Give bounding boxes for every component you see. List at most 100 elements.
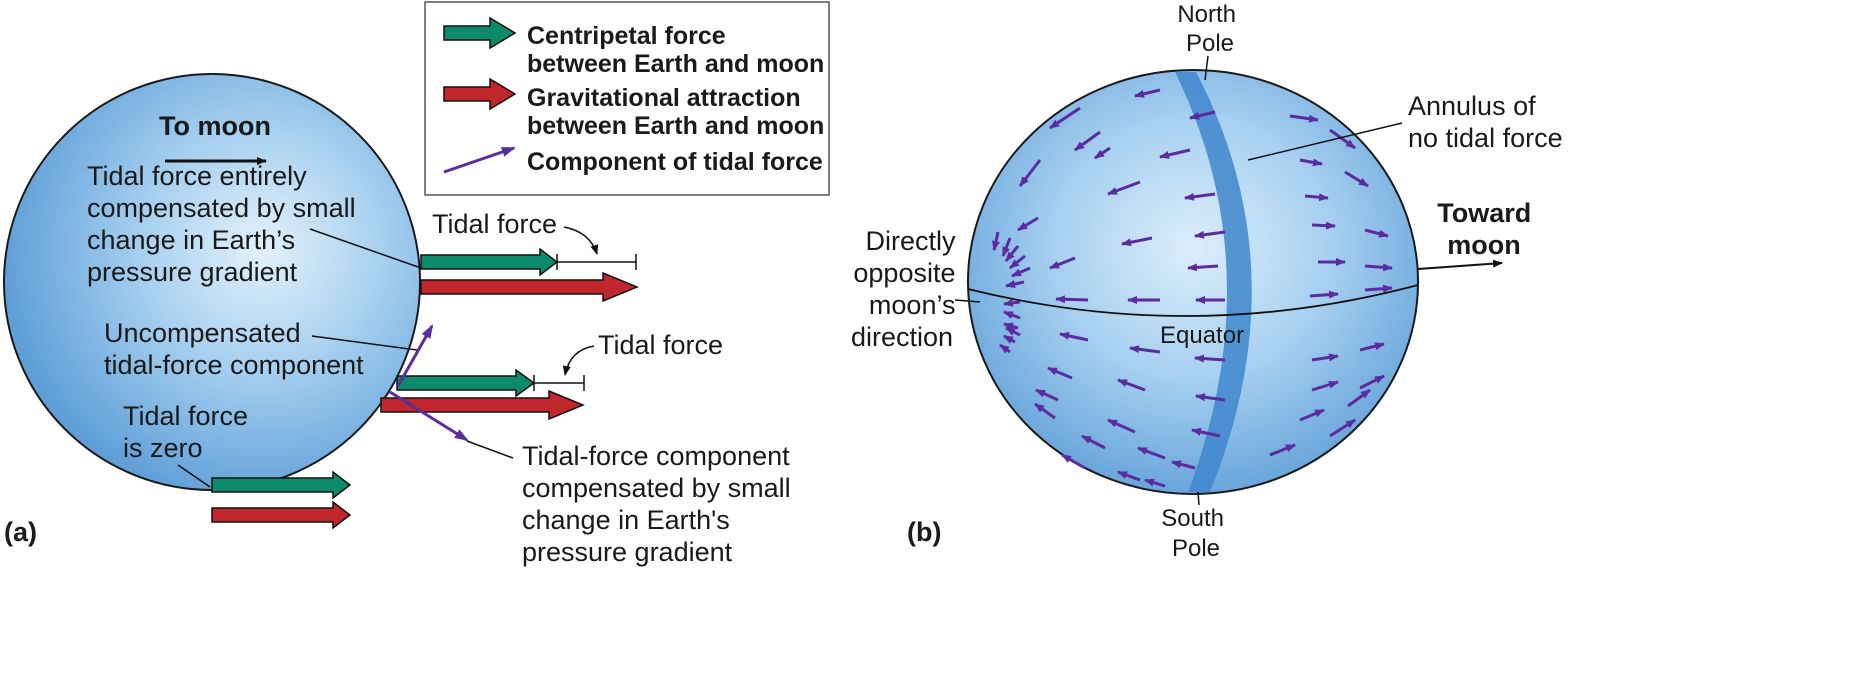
tidal-force-label-middle: Tidal force — [598, 330, 723, 360]
tidal-flow-arrow — [1347, 388, 1371, 408]
uncompensated-line-2: tidal-force component — [104, 350, 364, 380]
tidal-flow-arrow — [1107, 180, 1141, 196]
annulus-band — [1175, 72, 1252, 492]
panel-a-label: (a) — [4, 517, 37, 547]
tidal-flow-arrow — [1074, 130, 1101, 152]
leader-entirely — [309, 228, 422, 269]
entirely-line-3: change in Earth’s — [87, 225, 295, 255]
legend-gravitational-text: Gravitational attraction between Earth a… — [527, 84, 824, 140]
toward-moon-arrow — [1417, 259, 1503, 270]
legend-gravitational-line-1: Gravitational attraction — [527, 84, 801, 112]
tidal-flow-arrow — [1194, 354, 1226, 363]
compensated-line-1: Tidal-force component — [522, 441, 790, 471]
tidal-flow-arrow — [1094, 146, 1111, 160]
centripetal-arrow-lower — [211, 470, 352, 500]
equator-line — [967, 284, 1419, 317]
tidal-flow-arrow — [1003, 298, 1021, 307]
tidal-flow-arrow — [1194, 230, 1226, 239]
north-pole-label: North Pole — [1177, 1, 1242, 57]
leader-south-pole — [1197, 491, 1200, 506]
tidal-flow-arrows — [992, 88, 1393, 488]
panel-b: North Pole South Pole Annulus of no tida… — [851, 1, 1563, 562]
zero-line-2: is zero — [123, 433, 203, 463]
legend: Centripetal force between Earth and moon… — [424, 1, 830, 196]
tidal-flow-arrow — [1117, 378, 1146, 392]
legend-centripetal-swatch — [443, 16, 517, 50]
entirely-line-2: compensated by small — [87, 193, 356, 223]
tidal-force-bracket-upper — [556, 226, 637, 270]
tidal-flow-arrow — [1055, 295, 1089, 304]
panel-a: To moon Tidal force entirely compensated… — [3, 73, 798, 567]
tidal-flow-arrow — [1144, 478, 1166, 488]
tidal-flow-arrow — [1034, 402, 1056, 420]
compensated-line-2: compensated by small — [522, 473, 791, 503]
to-moon-label: To moon — [159, 111, 271, 141]
equator-label: Equator — [1160, 322, 1244, 349]
tidal-flow-arrow — [1289, 114, 1319, 123]
tidal-flow-arrow — [1001, 237, 1012, 257]
tidal-force-bracket-middle — [533, 345, 595, 391]
legend-tidal-text: Component of tidal force — [527, 148, 823, 176]
legend-centripetal-line-1: Centripetal force — [527, 22, 726, 50]
tidal-flow-arrow — [1005, 280, 1025, 288]
leader-zero — [177, 464, 211, 488]
tidal-flow-arrow — [1299, 158, 1323, 167]
tidal-flow-arrow — [1269, 443, 1296, 457]
gravitational-arrow-lower — [211, 500, 352, 530]
entirely-line-4: pressure gradient — [87, 257, 298, 287]
tidal-flow-arrow — [1121, 236, 1153, 247]
tidal-flow-arrow — [999, 343, 1011, 354]
leader-annulus — [1247, 122, 1403, 161]
tidal-flow-arrow — [1191, 427, 1221, 438]
tidal-flow-arrow — [1061, 453, 1086, 470]
compensated-line-3: change in Earth's — [522, 505, 730, 535]
south-pole-line-1: South — [1161, 505, 1224, 532]
tidal-flow-arrow — [1137, 446, 1166, 460]
south-pole-label: South Pole — [1161, 505, 1230, 562]
annulus-label: Annulus of no tidal force — [1408, 91, 1563, 153]
uncompensated-line-1: Uncompensated — [104, 318, 301, 348]
tidal-flow-arrow — [1311, 353, 1339, 362]
tidal-flow-arrow — [1035, 388, 1059, 402]
tidal-flow-arrow — [1107, 418, 1136, 434]
toward-moon-line-1: Toward — [1437, 198, 1531, 228]
tidal-flow-arrow — [1364, 263, 1393, 272]
leader-component-compensated — [466, 440, 514, 459]
legend-gravitational-swatch — [443, 77, 517, 111]
leader-uncompensated — [311, 335, 418, 351]
tidal-flow-arrow — [1003, 322, 1019, 331]
opposite-line-4: direction — [851, 322, 953, 352]
toward-moon-label: Toward moon — [1437, 198, 1539, 260]
north-pole-line-2: Pole — [1186, 30, 1234, 57]
opposite-line-3: moon’s — [869, 290, 956, 320]
tidal-flow-arrow — [1304, 193, 1329, 202]
leader-north-pole — [1204, 55, 1209, 81]
toward-moon-line-2: moon — [1447, 230, 1521, 260]
tidal-component-compensated-arrow — [389, 390, 469, 442]
centripetal-arrow-upper — [420, 247, 559, 277]
tidal-flow-arrow — [1364, 228, 1389, 238]
gravitational-arrow-upper — [420, 271, 639, 303]
tidal-flow-arrow — [1003, 310, 1021, 320]
label-component-compensated: Tidal-force component compensated by sma… — [522, 441, 798, 567]
tidal-flow-arrow — [1081, 434, 1106, 450]
earth-sphere-b — [967, 69, 1419, 495]
tidal-flow-arrow — [1129, 345, 1161, 354]
tidal-flow-arrow — [1159, 148, 1191, 159]
compensated-line-4: pressure gradient — [522, 537, 733, 567]
tidal-flow-arrow — [1187, 263, 1219, 272]
tidal-flow-arrow — [1004, 245, 1020, 262]
tidal-flow-arrow — [1364, 284, 1393, 293]
tidal-flow-arrow — [1017, 216, 1039, 232]
annulus-line-2: no tidal force — [1408, 123, 1563, 153]
tidal-flow-arrow — [1117, 470, 1141, 482]
entirely-line-1: Tidal force entirely — [87, 161, 307, 191]
panel-b-label: (b) — [907, 517, 941, 547]
opposite-line-1: Directly — [865, 226, 956, 256]
tidal-flow-arrow — [1329, 128, 1356, 150]
tidal-flow-arrow — [1003, 334, 1016, 344]
label-uncompensated: Uncompensated tidal-force component — [104, 318, 364, 380]
centripetal-arrow-middle — [396, 368, 536, 398]
annulus-line-1: Annulus of — [1408, 91, 1536, 121]
tidal-flow-arrow — [1005, 326, 1021, 337]
